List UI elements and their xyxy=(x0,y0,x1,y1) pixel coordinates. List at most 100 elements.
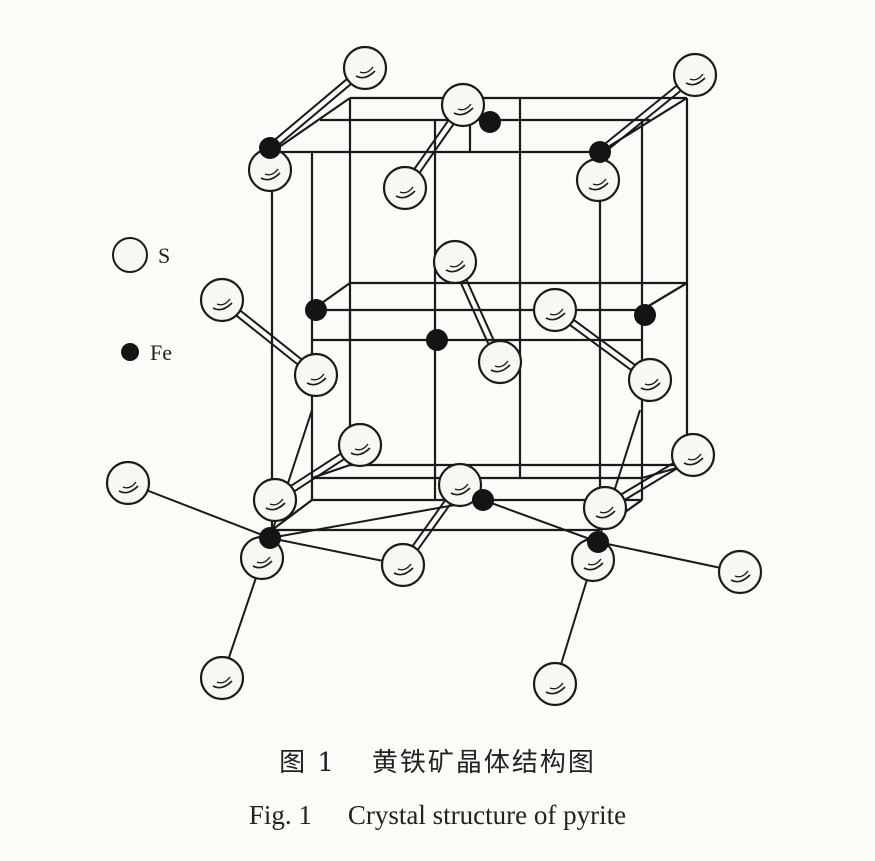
sulfur-atom-shading xyxy=(216,298,231,306)
sulfur-atom-shading xyxy=(490,364,511,373)
caption-english-title: Crystal structure of pyrite xyxy=(347,800,627,830)
sulfur-atom-shading xyxy=(730,574,751,583)
caption-chinese: 图 1 黄铁矿晶体结构图 xyxy=(0,742,875,779)
sulfur-atom-shading xyxy=(587,558,602,566)
sulfur-atom xyxy=(199,277,245,323)
sulfur-atom xyxy=(532,661,578,707)
iron-sulfur-bond-15 xyxy=(597,541,741,573)
sulfur-atom-shading xyxy=(350,447,371,456)
iron-sulfur-bond-14 xyxy=(482,499,599,543)
lattice-edge-1 xyxy=(271,97,351,153)
sulfur-atom xyxy=(432,239,478,285)
lattice-edge-3 xyxy=(599,97,688,153)
sulfur-atom-shading xyxy=(449,260,464,268)
iron-atom xyxy=(634,304,656,326)
lattice-edge-18 xyxy=(271,499,313,531)
sulfur-atom-shading xyxy=(640,382,661,391)
sulfur-atom xyxy=(252,477,298,523)
sulfur-atom-shading xyxy=(454,483,469,491)
legend-sulfur-icon xyxy=(112,237,148,273)
caption-chinese-title: 黄铁矿晶体结构图 xyxy=(371,748,596,778)
sulfur-atom xyxy=(199,655,245,701)
caption-english: Fig. 1 Crystal structure of pyrite xyxy=(0,800,875,831)
sulfur-atom xyxy=(293,352,339,398)
sulfur-atom xyxy=(717,549,763,595)
sulfur-atom-shading xyxy=(545,686,566,695)
sulfur-atom-shading xyxy=(216,676,231,684)
iron-atom xyxy=(259,137,281,159)
sulfur-atom-shading xyxy=(685,77,706,86)
sulfur-atom xyxy=(437,462,483,508)
iron-atom xyxy=(587,531,609,553)
sulfur-atom-shading xyxy=(359,66,374,74)
sulfur-atom-shading xyxy=(355,70,376,79)
sulfur-atom-shading xyxy=(212,680,233,689)
sulfur-atom-shading xyxy=(265,502,286,511)
atoms xyxy=(105,45,763,707)
sulfur-atom xyxy=(337,422,383,468)
sulfur-atom xyxy=(582,485,628,531)
iron-atom xyxy=(426,329,448,351)
sulfur-atom xyxy=(477,339,523,385)
legend-iron-icon xyxy=(121,343,139,361)
legend: S Fe xyxy=(112,237,172,365)
sulfur-atom-shading xyxy=(310,373,325,381)
sulfur-atom-shading xyxy=(264,168,279,176)
sulfur-atom-shading xyxy=(457,103,472,111)
sulfur-atom-shading xyxy=(393,567,414,576)
sulfur-atom-shading xyxy=(644,378,659,386)
sulfur-atom xyxy=(672,52,718,98)
sulfur-atom xyxy=(670,432,716,478)
sulfur-atom xyxy=(575,157,621,203)
iron-atom xyxy=(305,299,327,321)
sulfur-atom-shading xyxy=(592,178,607,186)
sulfur-atom-shading xyxy=(450,487,471,496)
sulfur-atom-shading xyxy=(306,377,327,386)
legend-sulfur-label: S xyxy=(158,243,170,268)
sulfur-atom-shading xyxy=(122,481,137,489)
sulfur-atom-shading xyxy=(734,570,749,578)
caption-english-number: Fig. 1 xyxy=(248,800,312,830)
sulfur-atom-shading xyxy=(354,443,369,451)
iron-sulfur-bond-13 xyxy=(269,499,484,539)
legend-iron-label: Fe xyxy=(150,340,172,365)
iron-atom xyxy=(259,527,281,549)
sulfur-atom-shading xyxy=(494,360,509,368)
sulfur-atom xyxy=(342,45,388,91)
sulfur-atom-shading xyxy=(683,457,704,466)
sulfur-atom-shading xyxy=(545,312,566,321)
sulfur-atom xyxy=(532,287,578,333)
sulfur-atom xyxy=(380,542,426,588)
sulfur-atom-shading xyxy=(549,308,564,316)
sulfur-atom-shading xyxy=(687,453,702,461)
sulfur-atom-shading xyxy=(399,186,414,194)
sulfur-atom-shading xyxy=(453,107,474,116)
iron-atom xyxy=(479,111,501,133)
sulfur-atom-shading xyxy=(445,264,466,273)
sulfur-atom xyxy=(105,460,151,506)
sulfur-atom-shading xyxy=(595,510,616,519)
sulfur-atom-shading xyxy=(252,560,273,569)
sulfur-atom xyxy=(627,357,673,403)
pyrite-crystal-diagram: S Fe xyxy=(105,45,763,707)
sulfur-atom-shading xyxy=(397,563,412,571)
sulfur-atom-shading xyxy=(256,556,271,564)
sulfur-atom-shading xyxy=(549,682,564,690)
sulfur-atom xyxy=(382,165,428,211)
sulfur-atom-shading xyxy=(269,498,284,506)
sulfur-atom-shading xyxy=(588,182,609,191)
iron-sulfur-bond-10 xyxy=(269,537,404,566)
sulfur-atom-shading xyxy=(689,73,704,81)
sulfur-atom-shading xyxy=(260,172,281,181)
iron-sulfur-bond-9 xyxy=(127,482,271,539)
sulfur-atom-shading xyxy=(212,302,233,311)
sulfur-atom-shading xyxy=(395,190,416,199)
sulfur-atom-shading xyxy=(583,562,604,571)
iron-atom xyxy=(472,489,494,511)
iron-atom xyxy=(589,141,611,163)
caption-chinese-number: 图 1 xyxy=(279,748,336,778)
sulfur-atom-shading xyxy=(599,506,614,514)
sulfur-atom xyxy=(440,82,486,128)
sulfur-atom-shading xyxy=(118,485,139,494)
